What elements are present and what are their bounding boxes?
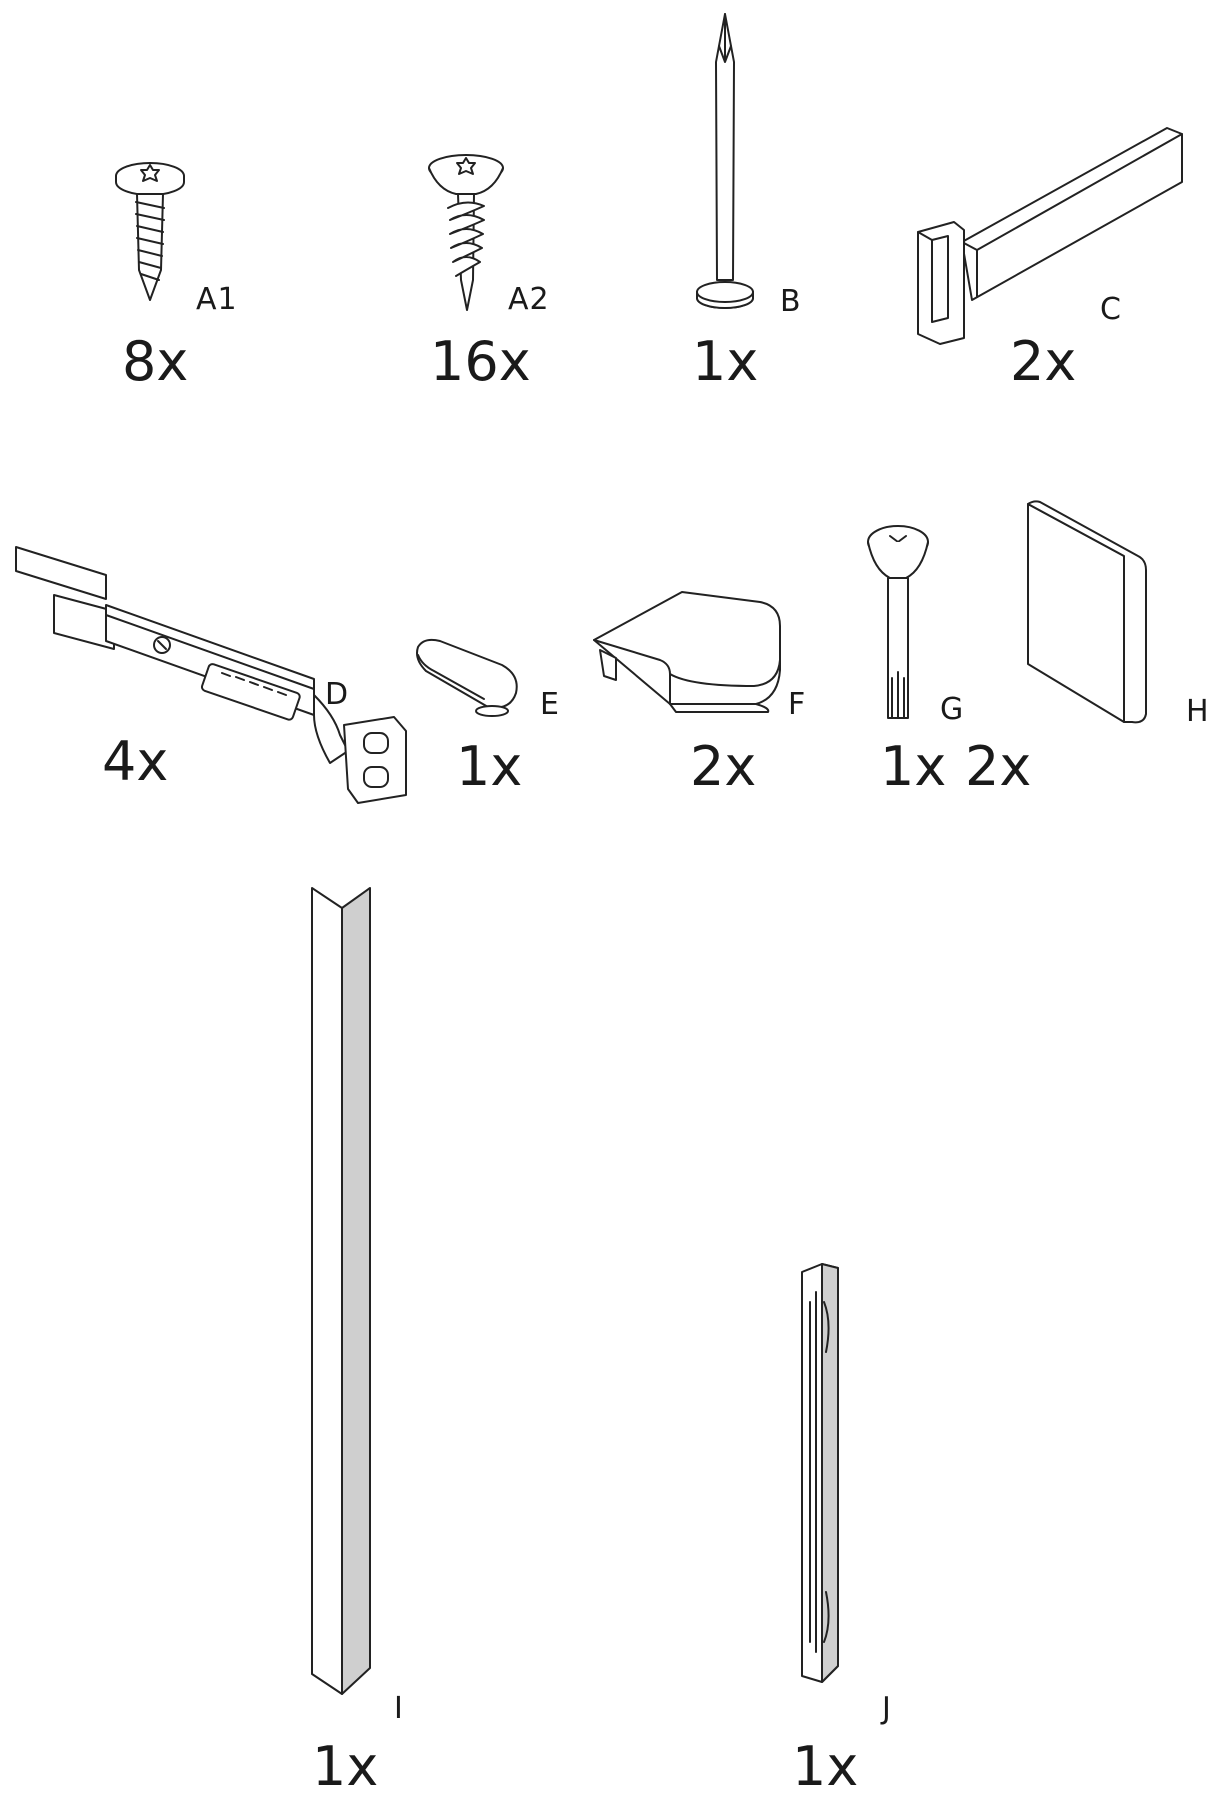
channel-profile-icon	[796, 1262, 842, 1686]
part-label-g: G	[940, 692, 965, 727]
part-label-e: E	[540, 687, 560, 722]
hinge-bracket-icon	[14, 545, 410, 807]
part-label-b: B	[780, 284, 802, 319]
part-label-c: C	[1100, 292, 1122, 327]
part-label-h: H	[1186, 694, 1210, 729]
part-label-a2: A2	[508, 282, 550, 317]
part-quantity-f: 2x	[690, 735, 757, 798]
part-label-i: I	[394, 1691, 404, 1726]
oval-cap-icon	[412, 635, 524, 719]
part-quantity-b: 1x	[692, 330, 759, 393]
square-cap-icon	[590, 590, 790, 714]
countersunk-screw-icon	[426, 150, 506, 314]
phillips-bolt-icon	[866, 522, 930, 722]
part-label-a1: A1	[196, 282, 238, 317]
part-label-f: F	[788, 687, 807, 722]
angle-profile-icon	[308, 884, 374, 1694]
pan-head-screw-icon	[112, 150, 188, 310]
part-label-j: J	[882, 1691, 892, 1726]
part-quantity-g: 1x	[880, 735, 947, 798]
part-quantity-i: 1x	[312, 1735, 379, 1798]
part-quantity-e: 1x	[456, 735, 523, 798]
part-label-d: D	[325, 677, 350, 712]
part-quantity-h: 2x	[965, 735, 1032, 798]
nail-icon	[690, 12, 760, 312]
part-quantity-a2: 16x	[430, 330, 531, 393]
part-quantity-a1: 8x	[122, 330, 189, 393]
part-quantity-d: 4x	[102, 730, 169, 793]
part-quantity-c: 2x	[1010, 330, 1077, 393]
bracket-rail-icon	[912, 122, 1188, 346]
panel-pad-icon	[1024, 500, 1150, 726]
part-quantity-j: 1x	[792, 1735, 859, 1798]
